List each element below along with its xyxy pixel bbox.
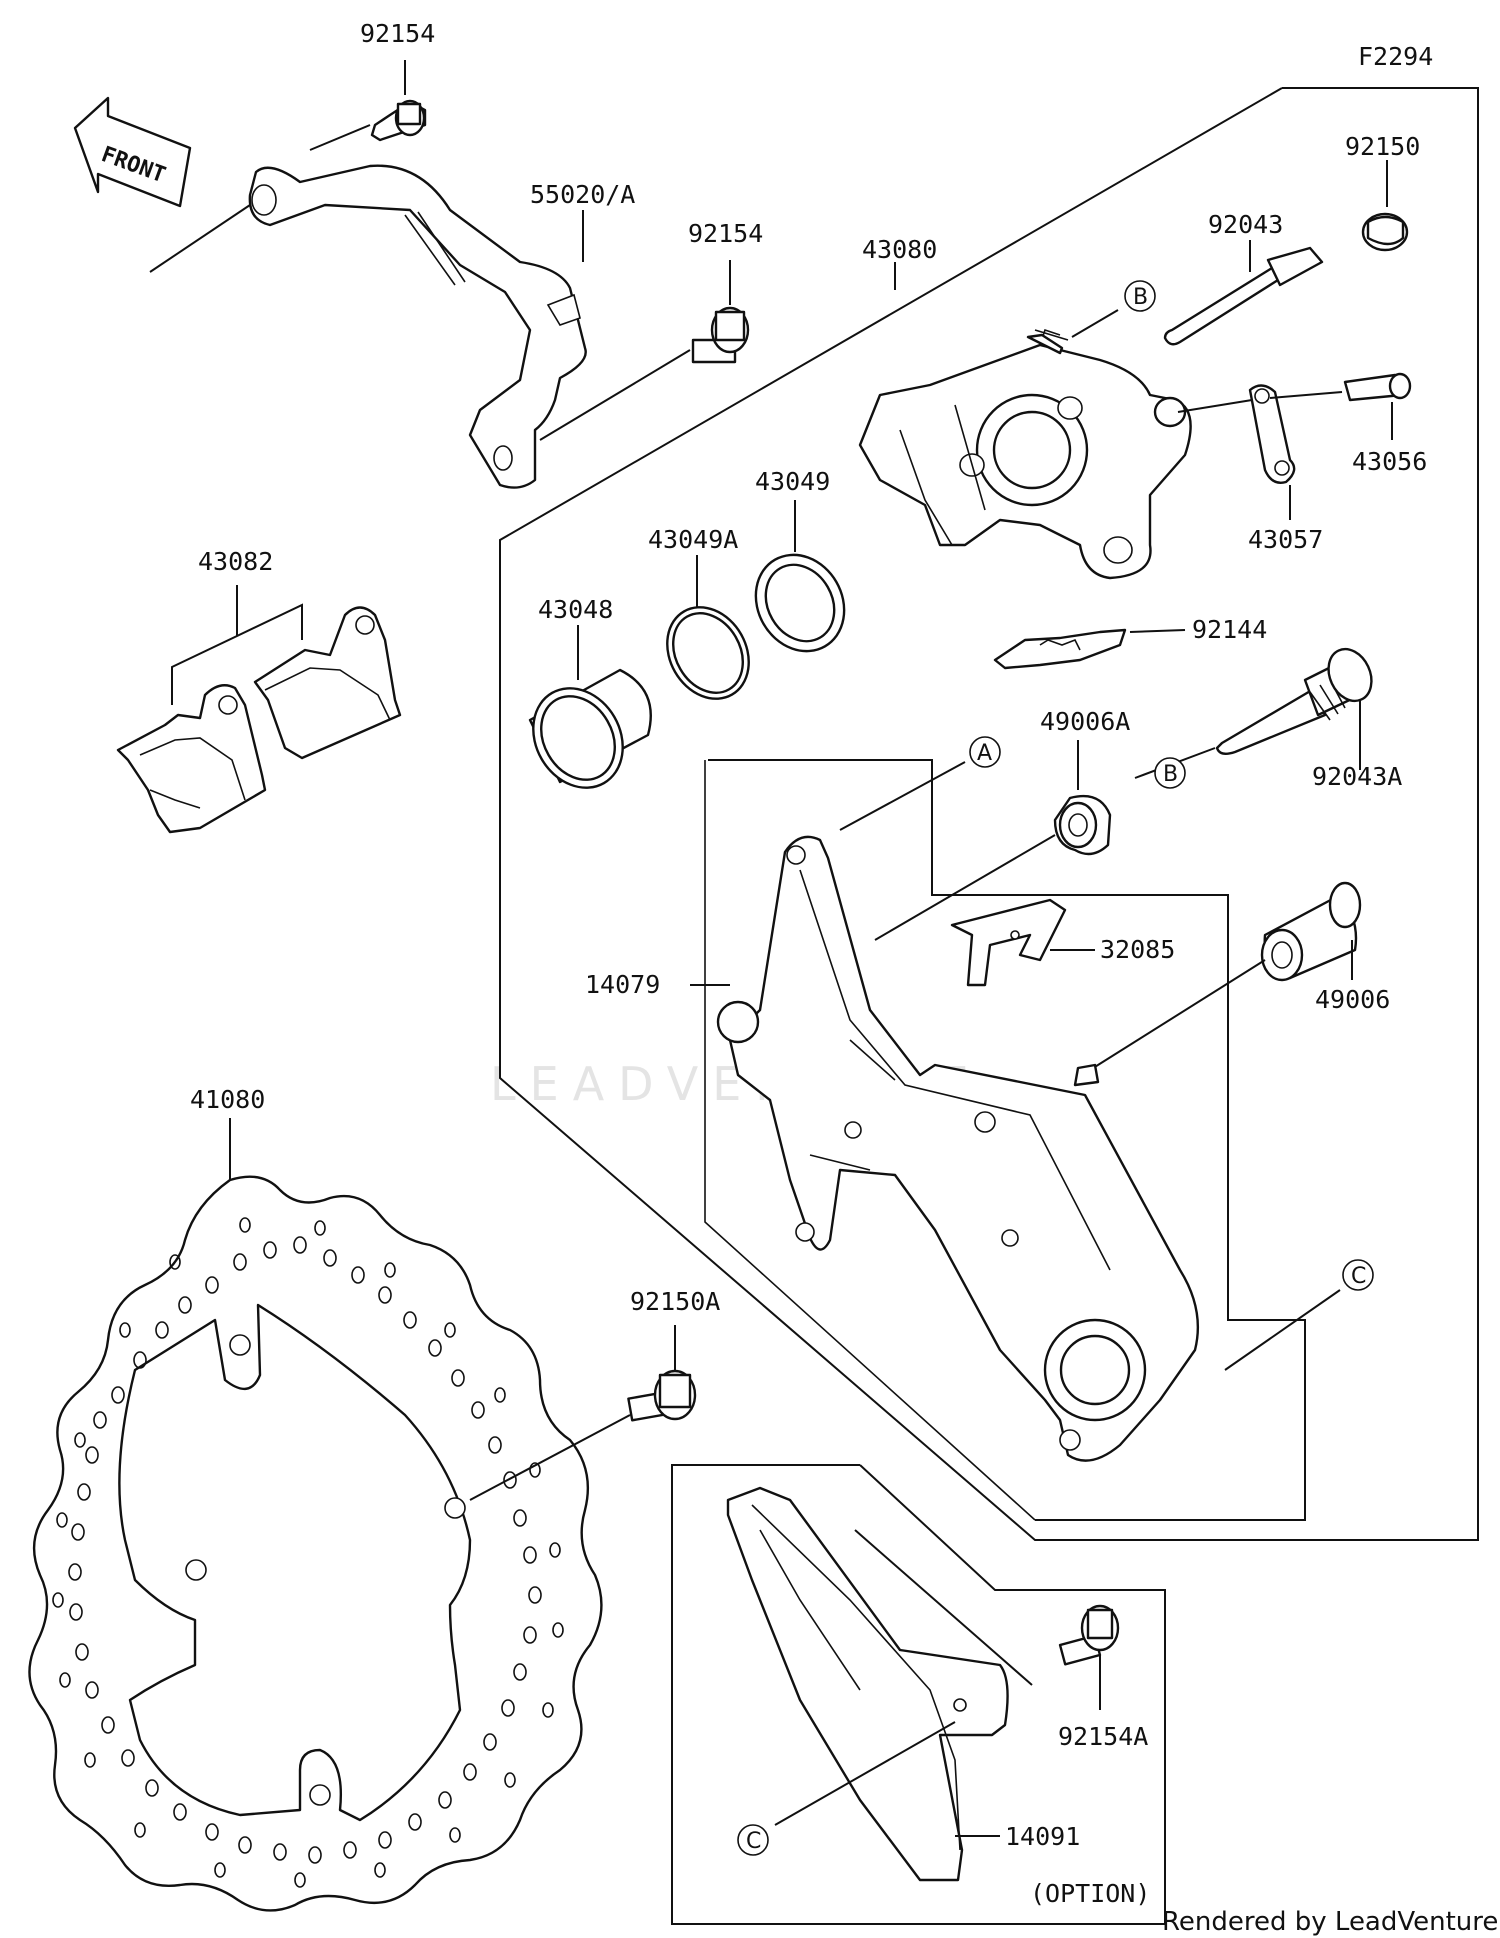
svg-text:B: B — [1133, 285, 1148, 310]
caliper-assembly-bracket-outline — [708, 759, 1306, 1521]
part-label-92154-mid: 92154 — [688, 219, 763, 248]
pad-retainer-32085-icon — [950, 898, 1067, 987]
part-label-92150: 92150 — [1345, 132, 1420, 161]
caliper-assembly-outline — [499, 87, 1479, 1541]
disc-vent-holes — [52, 1217, 564, 1888]
bleed-banjo-43057-icon — [1248, 384, 1296, 484]
callout-b-pin: B — [1154, 757, 1186, 789]
svg-text:A: A — [977, 741, 992, 766]
part-label-92154A: 92154A — [1058, 1722, 1148, 1751]
part-label-43049: 43049 — [755, 467, 830, 496]
option-frame — [671, 1464, 1166, 1925]
brake-pads-43082-icon — [116, 606, 402, 834]
part-label-43049A: 43049A — [648, 525, 738, 554]
part-label-43082: 43082 — [198, 547, 273, 576]
caliper-bracket-14079 — [716, 835, 1200, 1462]
part-label-55020A: 55020/A — [530, 180, 635, 209]
diagram-id: F2294 — [1358, 42, 1433, 71]
svg-text:C: C — [1351, 1264, 1366, 1289]
option-label: (OPTION) — [1030, 1879, 1150, 1908]
bolt-92154A-icon — [1058, 1604, 1120, 1666]
brake-caliper-body — [858, 328, 1192, 580]
pin-92043-icon — [1163, 246, 1324, 346]
callout-b-caliper: B — [1124, 280, 1156, 312]
dust-seal-43049A-icon — [666, 606, 750, 700]
bolt-92154-top-icon — [370, 99, 427, 142]
bleeder-valve-43056-icon — [1343, 372, 1412, 402]
part-label-14079: 14079 — [585, 970, 660, 999]
part-label-92043: 92043 — [1208, 210, 1283, 239]
piston-seal-43049-icon — [754, 553, 846, 653]
callout-a-bracket: A — [969, 736, 1001, 768]
credit-text: Rendered by LeadVenture, Inc. — [1162, 1907, 1500, 1937]
cap-92150-icon — [1361, 212, 1409, 252]
part-label-32085: 32085 — [1100, 935, 1175, 964]
svg-text:C: C — [746, 1829, 761, 1854]
part-label-43048: 43048 — [538, 595, 613, 624]
disc-guard-14091 — [726, 1486, 1009, 1882]
part-label-43057: 43057 — [1248, 525, 1323, 554]
part-label-92150A: 92150A — [630, 1287, 720, 1316]
brake-disc-41080 — [28, 1175, 603, 1912]
part-label-92154-top: 92154 — [360, 19, 435, 48]
part-label-14091: 14091 — [1005, 1822, 1080, 1851]
caliper-bracket-55020A — [248, 164, 587, 489]
svg-text:B: B — [1163, 762, 1178, 787]
piston-43048-icon — [528, 668, 652, 789]
pad-spring-92144-icon — [993, 628, 1127, 670]
part-label-92144: 92144 — [1192, 615, 1267, 644]
sleeve-49006-icon — [1260, 881, 1362, 982]
bolt-92154-mid-icon — [691, 306, 750, 364]
bolt-92150A-icon — [627, 1369, 697, 1422]
part-label-41080: 41080 — [190, 1085, 265, 1114]
callout-c-guard: C — [737, 1824, 769, 1856]
slide-pin-92043A-icon — [1215, 647, 1373, 755]
boot-49006A-icon — [1053, 794, 1112, 856]
part-label-43080: 43080 — [862, 235, 937, 264]
callout-c-bracket: C — [1342, 1259, 1374, 1291]
front-arrow-icon: FRONT — [73, 96, 192, 208]
part-label-92043A: 92043A — [1312, 762, 1402, 791]
part-label-43056: 43056 — [1352, 447, 1427, 476]
part-label-49006A: 49006A — [1040, 707, 1130, 736]
part-label-49006: 49006 — [1315, 985, 1390, 1014]
